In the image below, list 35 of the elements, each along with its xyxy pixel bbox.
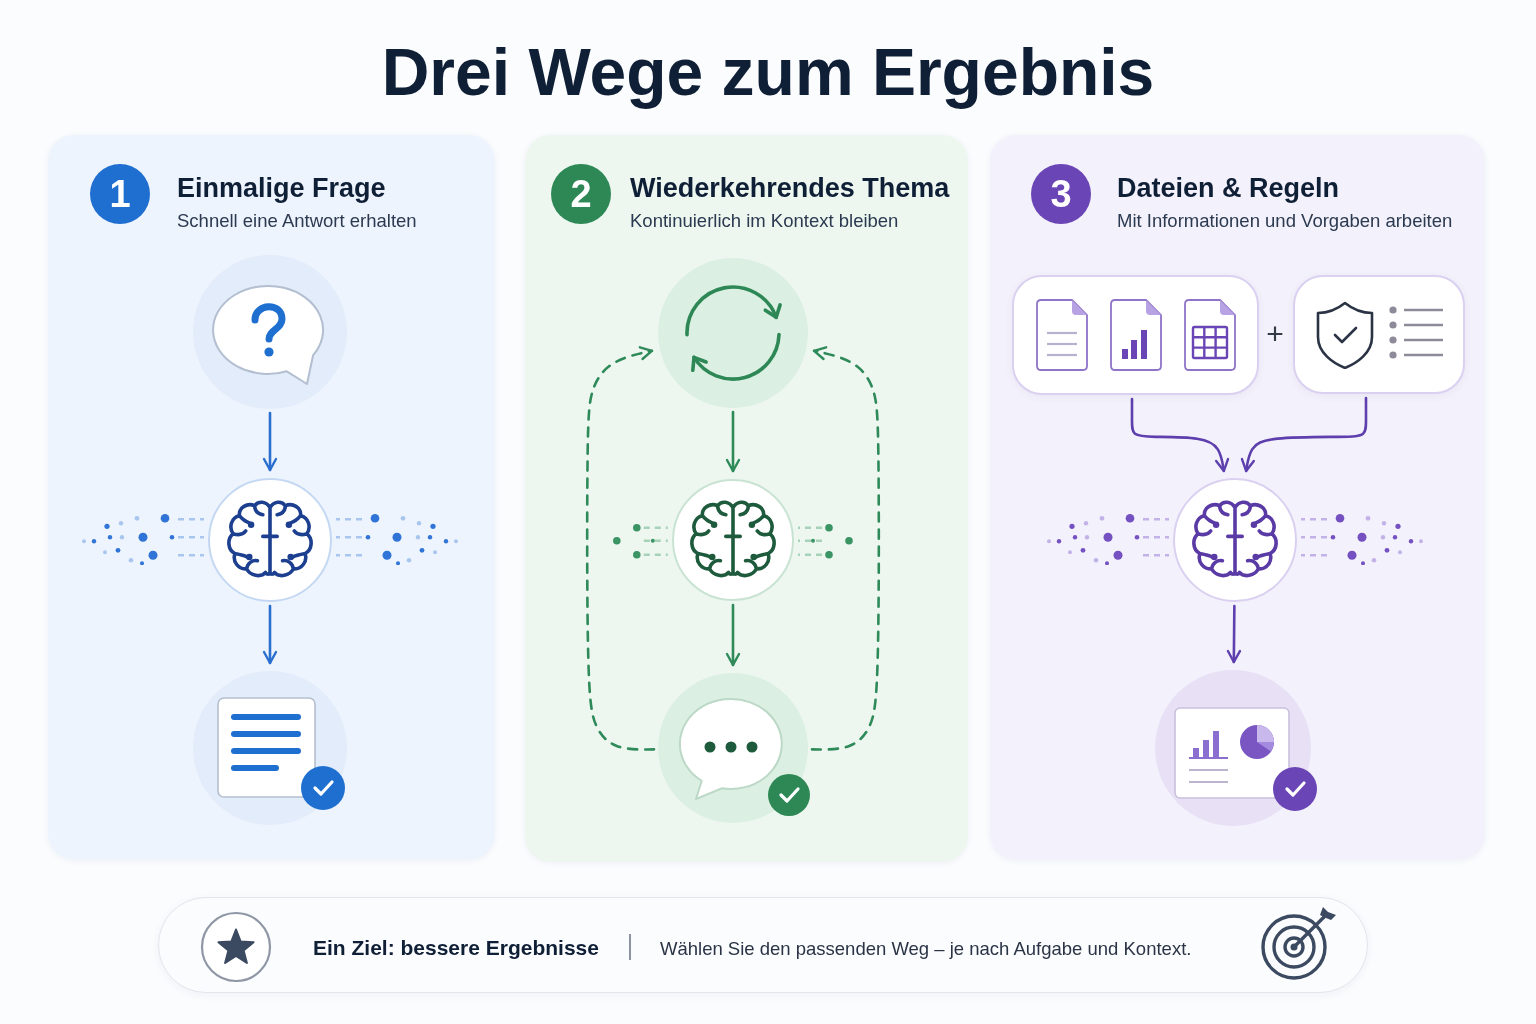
arrow [262,411,278,472]
step-panel [990,135,1485,860]
arrow [1130,397,1230,473]
arrow [262,604,278,665]
step-number: 2 [551,164,611,224]
question-bubble-icon [193,255,347,409]
brain-icon [672,479,794,601]
brain-icon [1173,478,1297,602]
dashed-arrow [585,346,656,751]
arrow [725,603,741,667]
dashed-arrow [810,346,881,751]
summary-text: Wählen Sie den passenden Weg – je nach Aufgabe und Kontext. [660,938,1192,960]
step-panel [48,135,495,860]
panel-subtitle: Schnell eine Antwort erhalten [177,210,417,232]
step-number: 3 [1031,164,1091,224]
arrow [1226,604,1242,664]
arrow [725,410,741,473]
rules-card [1293,275,1465,394]
panel-subtitle: Mit Informationen und Vorgaben arbeiten [1117,210,1453,232]
files-card [1012,275,1259,395]
page-title: Drei Wege zum Ergebnis [381,34,1155,110]
brain-icon [208,478,332,602]
document-icon [193,671,347,825]
arrow [1240,396,1368,473]
panel-subtitle: Kontinuierlich im Kontext bleiben [630,210,899,232]
panel-heading: Wiederkehrendes Thema [630,172,950,204]
summary-heading: Ein Ziel: bessere Ergebnisse [313,935,599,961]
refresh-icon [658,258,808,408]
step-number: 1 [90,164,150,224]
report-icon [1155,670,1311,826]
chat-bubble-icon [658,673,808,823]
panel-heading: Dateien & Regeln [1117,172,1340,204]
step-panel [525,135,968,862]
plus-sign: + [1266,317,1284,351]
panel-heading: Einmalige Frage [177,172,386,204]
